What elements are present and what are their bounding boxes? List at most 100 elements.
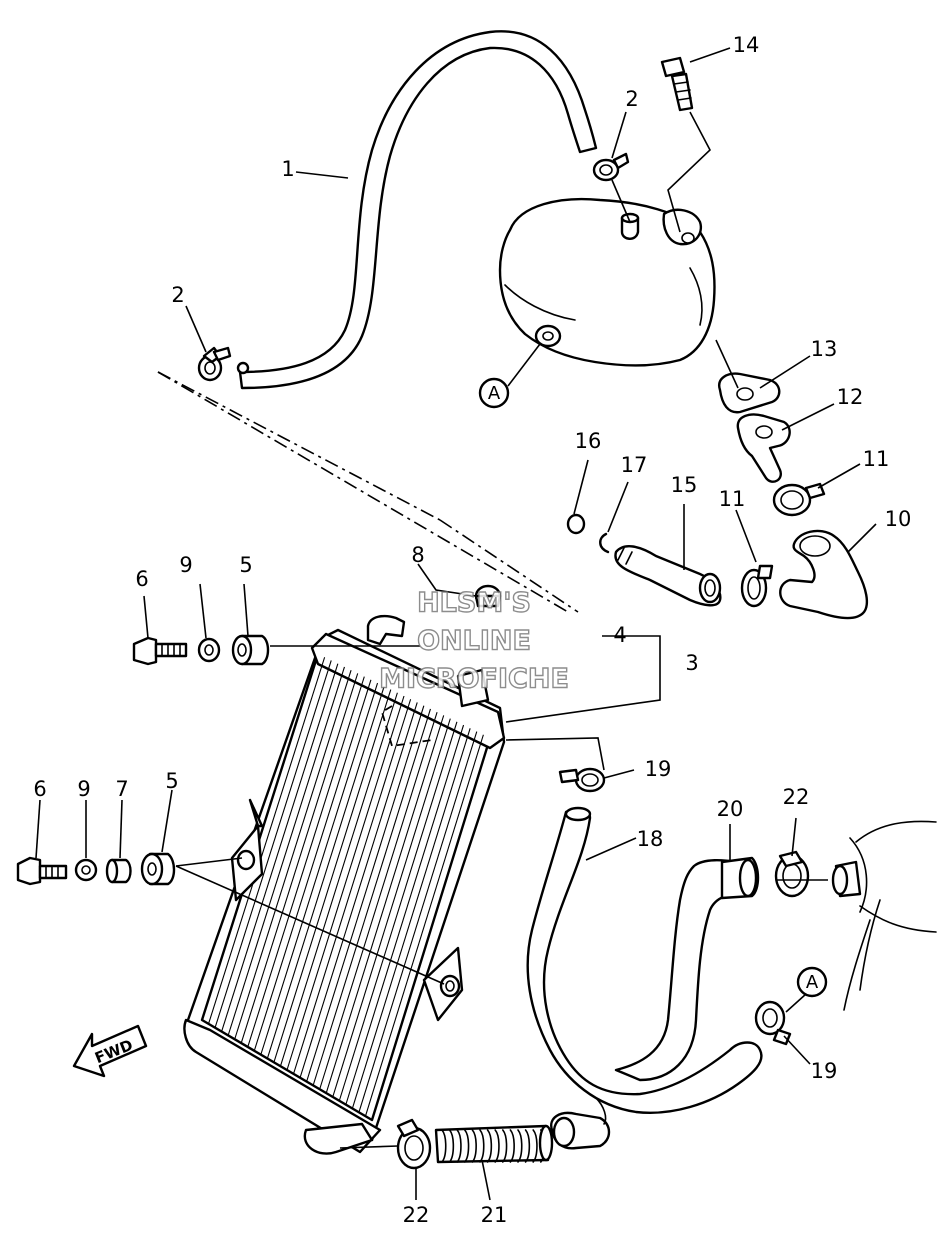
washer-9-lower: [74, 858, 98, 882]
radiator-fin: [234, 669, 352, 1040]
callout-4: 4: [613, 623, 626, 647]
callout-13: 13: [811, 337, 838, 361]
hose-rib: [464, 1129, 470, 1163]
clamp-11-upper: [772, 482, 826, 517]
radiator-fin: [338, 721, 458, 1101]
radiator-fin: [325, 715, 445, 1094]
engine-fitting: [831, 820, 937, 1011]
watermark-line-1: HLSM'S: [417, 588, 531, 619]
hose-1: [236, 30, 598, 390]
radiator-fin: [273, 689, 392, 1063]
radiator-fin: [221, 663, 339, 1032]
callout-11-lower: 11: [719, 487, 746, 511]
hose-rib: [517, 1129, 523, 1163]
hose-ribs: [441, 1129, 546, 1163]
callout-12: 12: [837, 385, 864, 409]
radiator-core-fins: [208, 657, 484, 1117]
clamp-11-lower: [740, 564, 774, 608]
radiator-fin: [332, 718, 451, 1098]
hose-rib: [441, 1129, 447, 1163]
reference-letter-a: A: [488, 383, 501, 404]
radiator-fin: [358, 731, 478, 1113]
watermark-line-3: MICROFICHE: [379, 664, 569, 695]
radiator-fin: [293, 699, 412, 1075]
corrugated-hose-21: [434, 1124, 554, 1164]
callout-2-upper: 2: [625, 87, 638, 111]
callout-labels: 1 2 2 3 4 5 5 6 6 7 8 9 9 10 11 11 12 13…: [33, 33, 911, 1227]
callout-18: 18: [637, 827, 664, 851]
hose-rib: [448, 1129, 455, 1163]
circlip-17: [599, 532, 610, 554]
hose-rib: [486, 1129, 493, 1163]
callout-14: 14: [733, 33, 760, 57]
watermark: HLSM'S ONLINE MICROFICHE: [378, 587, 569, 695]
radiator-fin: [286, 695, 405, 1071]
hose-rib: [471, 1129, 477, 1163]
callout-9-upper: 9: [179, 553, 192, 577]
hose-18: [526, 806, 763, 1150]
callout-9-lower: 9: [77, 777, 90, 801]
reference-letter-a: A: [806, 972, 819, 993]
callout-6-lower: 6: [33, 777, 46, 801]
bolt-6-lower: [16, 856, 68, 886]
radiator-fin: [351, 728, 471, 1109]
grommet-5-lower: [140, 852, 176, 886]
clamp-19-lower: [754, 1000, 792, 1046]
hose-rib: [456, 1129, 462, 1163]
forward-direction-arrow: FWD: [72, 1024, 148, 1078]
radiator-fin: [345, 724, 465, 1105]
pipe-15: [614, 545, 722, 607]
clamp-2-lower: [197, 346, 232, 382]
callout-5-upper: 5: [239, 553, 252, 577]
callout-8: 8: [411, 543, 424, 567]
radiator-fin: [266, 686, 385, 1059]
hose-rib: [494, 1129, 500, 1163]
joint-12: [736, 413, 791, 483]
radiator-fin: [240, 673, 359, 1044]
clamp-22-lower: [396, 1118, 432, 1170]
radiator-fin: [214, 660, 332, 1028]
bolt-14: [660, 56, 694, 112]
hose-rib: [509, 1129, 515, 1163]
o-ring-16: [566, 513, 586, 535]
grommet-5-upper: [231, 634, 270, 666]
hose-rib: [479, 1129, 485, 1163]
radiator-3: [183, 584, 506, 1155]
callout-22-lower: 22: [403, 1203, 430, 1227]
callout-5-lower: 5: [165, 769, 178, 793]
callout-7: 7: [115, 777, 128, 801]
radiator-fin: [299, 702, 418, 1078]
callout-22-upper: 22: [783, 785, 810, 809]
callout-6-upper: 6: [135, 567, 148, 591]
hose-rib: [524, 1129, 531, 1163]
clamp-22-upper: [774, 850, 810, 898]
radiator-fin: [227, 666, 345, 1036]
reference-marker-a-lower: A: [796, 966, 828, 998]
washer-9-upper: [197, 637, 221, 663]
reference-marker-a-upper: A: [478, 377, 510, 409]
callout-2-lower: 2: [171, 283, 184, 307]
radiator-fin: [208, 657, 326, 1025]
water-pump-cover: [498, 197, 716, 367]
callout-10: 10: [885, 507, 912, 531]
callout-16: 16: [575, 429, 602, 453]
callout-15: 15: [671, 473, 698, 497]
callout-20: 20: [717, 797, 744, 821]
gasket-13: [718, 372, 781, 414]
callout-19-upper: 19: [645, 757, 672, 781]
radiator-fin: [306, 705, 425, 1082]
radiator-fin: [364, 734, 484, 1117]
callout-21: 21: [481, 1203, 508, 1227]
radiator-fin: [279, 692, 398, 1067]
radiator-cap-8: [474, 584, 502, 608]
clamp-19-upper: [558, 767, 606, 793]
watermark-line-2: ONLINE: [417, 626, 531, 657]
radiator-fin: [260, 682, 379, 1055]
callout-19-lower: 19: [811, 1059, 838, 1083]
hose-rib: [502, 1129, 508, 1163]
hose-rib: [532, 1129, 538, 1163]
callout-17: 17: [621, 453, 648, 477]
clamp-2-upper: [592, 152, 630, 182]
radiator-fin: [319, 711, 438, 1090]
